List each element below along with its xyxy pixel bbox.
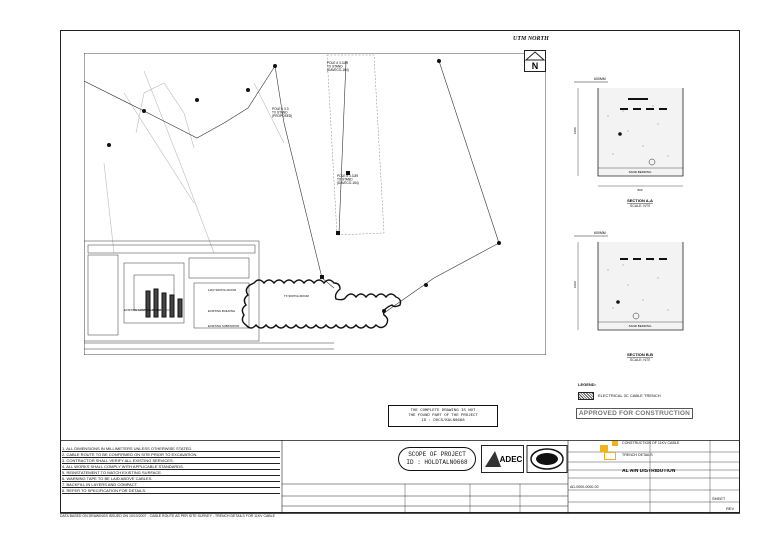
pole-marker (246, 88, 250, 92)
legend-title: LEGEND: (578, 382, 596, 387)
north-arrow-icon: N (524, 50, 546, 72)
general-notes: 1. ALL DIMENSIONS IN MILLIMETERS UNLESS … (62, 446, 280, 494)
highlight-mark (600, 445, 608, 452)
sheet-label: SHEET (712, 496, 726, 501)
pole-marker (195, 98, 199, 102)
cable-route-a (274, 65, 335, 289)
section-a-detail: 600MM SAND BEDDING 1000 800 SECTION A-A (573, 77, 684, 203)
highlight-mark (604, 452, 616, 460)
drawing-sheet-border (60, 30, 740, 513)
legend-item: ELECTRICAL 3C CABLE TRENCH (598, 393, 661, 398)
existing-substation-plan (84, 240, 334, 350)
building-label: 11KV SWITCH ROOM (208, 288, 237, 292)
building-label: EXISTING BUILDING (208, 309, 235, 313)
road-curve (135, 82, 195, 149)
building-label: EXISTING CONTROL ROOM (124, 308, 162, 312)
svg-text:600MM: 600MM (594, 77, 606, 81)
company-logos: ADEC (481, 445, 568, 473)
triangle-logo-icon (485, 451, 501, 467)
highlight-mark (612, 441, 618, 446)
switchgear-cluster (145, 288, 183, 318)
pole-marker (320, 275, 324, 279)
section-a-caption: SECTION A-A (627, 198, 653, 203)
pole-marker (497, 241, 501, 245)
overhead-line-route (84, 65, 276, 139)
seal-icon (530, 448, 564, 470)
pole-marker (346, 171, 350, 175)
svg-text:SAND BEDDING: SAND BEDDING (629, 324, 653, 328)
drawing-footer-text: DATA BASED ON DRAWINGS ISSUED ON 10/10/2… (60, 514, 275, 518)
building-label: EXISTING SUBSTATION (208, 324, 239, 328)
title-block: CONSTRUCTION OF 11KV CABLE TRENCH DETAIL… (570, 441, 680, 489)
title-block-grid (60, 440, 740, 514)
rev-label: REV (726, 506, 735, 511)
svg-text:SAND BEDDING: SAND BEDDING (629, 170, 653, 174)
pole-markers (107, 59, 501, 313)
approved-stamp: APPROVED FOR CONSTRUCTION (576, 408, 693, 419)
pole-marker (273, 64, 277, 68)
legend-hatch-swatch (578, 392, 594, 400)
section-b-caption: SECTION B-B (627, 352, 653, 357)
logo-text: ADEC (500, 455, 523, 464)
section-a-scale: SCALE: NTS (630, 204, 651, 208)
road-outline (103, 70, 285, 254)
north-label: UTM NORTH (513, 36, 549, 42)
pole-marker (424, 283, 428, 287)
cable-route-b (383, 60, 500, 314)
proposed-pole-area (326, 54, 385, 236)
section-b-scale: SCALE: NTS (630, 358, 651, 362)
svg-text:600MM: 600MM (594, 231, 606, 235)
svg-text:1000: 1000 (573, 281, 577, 288)
cable-route-c (338, 60, 347, 234)
section-b-detail: 600MM SAND BEDDING 1000 SECTION B-B (573, 231, 684, 357)
building-label: TX SWITCH ROOM (284, 294, 310, 298)
seal-inner-icon (536, 453, 558, 465)
pole-marker (142, 109, 146, 113)
pole-marker (437, 59, 441, 63)
svg-text:1000: 1000 (573, 127, 577, 134)
pole-marker (107, 143, 111, 147)
svg-text:800: 800 (637, 188, 642, 192)
revision-cloud (241, 279, 402, 329)
svg-text:N: N (532, 61, 539, 71)
pole-marker (336, 231, 340, 235)
